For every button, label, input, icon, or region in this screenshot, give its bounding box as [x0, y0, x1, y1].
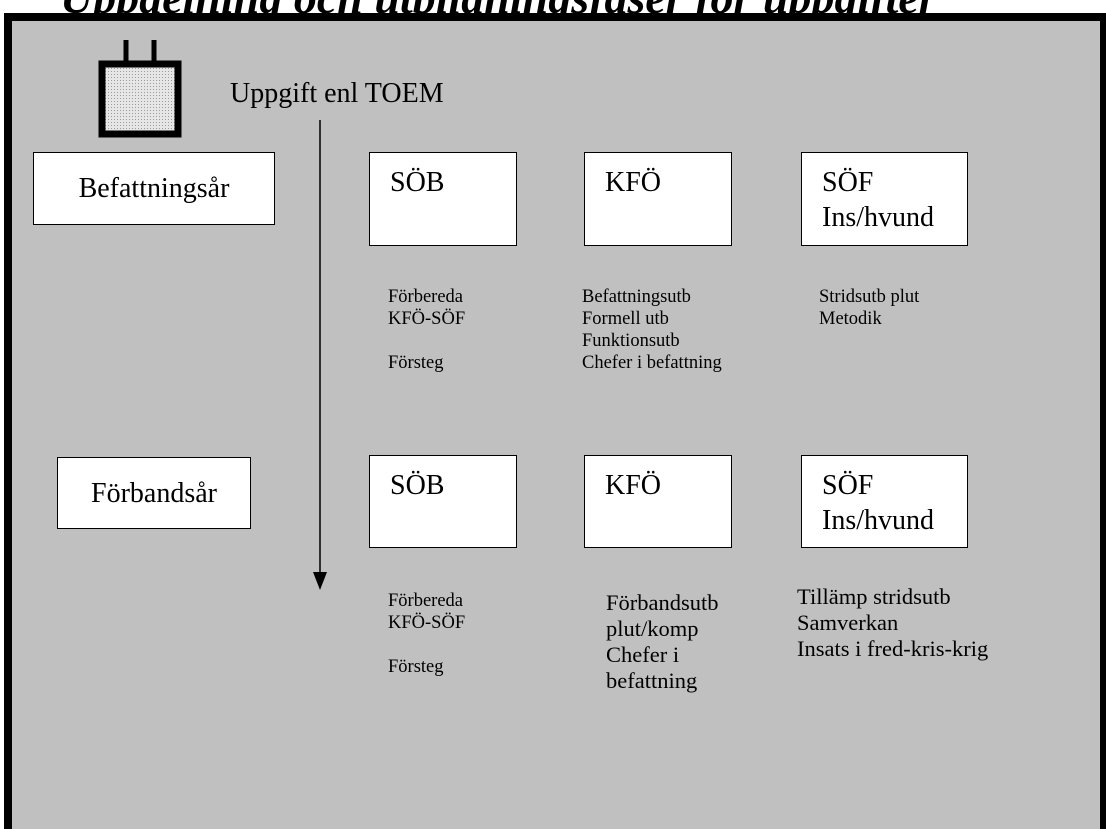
stage-box-sob: SÖB [369, 455, 517, 548]
note-line: Försteg [388, 657, 444, 677]
stage-box-kfo: KFÖ [584, 152, 732, 246]
stage-box-kfo: KFÖ [584, 455, 732, 548]
row-label-befattningsar: Befattningsår [33, 152, 275, 225]
diagram-panel [4, 13, 1106, 829]
note-line: Förbandsutb [606, 590, 719, 615]
stage-box-line: KFÖ [605, 167, 662, 198]
note-line: KFÖ-SÖF [388, 309, 466, 329]
note-kfo: Förbandsutb plut/komp Chefer i befattnin… [606, 590, 719, 694]
note-line: Försteg [388, 353, 444, 373]
note-line: Förbereda [388, 287, 463, 307]
note-line: Insats i fred-kris-krig [797, 636, 989, 661]
note-kfo: Befattningsutb Formell utb Funktionsutb … [582, 286, 722, 374]
stage-box-line: Ins/hvund [822, 505, 934, 536]
note-sob: Förbereda KFÖ-SÖF Försteg [388, 590, 465, 678]
note-line [388, 330, 465, 352]
stage-box-sof: SÖF Ins/hvund [801, 455, 968, 548]
note-line: befattning [606, 668, 698, 693]
note-line: Befattningsutb [582, 287, 691, 307]
row-label-text: Befattningsår [78, 173, 230, 204]
note-line: Tillämp stridsutb [797, 584, 951, 609]
row-label-forbandsar: Förbandsår [57, 457, 251, 529]
note-line: Chefer i [606, 642, 680, 667]
note-line [388, 634, 465, 656]
stage-box-line: Ins/hvund [822, 202, 934, 233]
note-sof: Stridsutb plut Metodik [819, 286, 919, 330]
plug-icon [98, 40, 182, 138]
stage-box-sof: SÖF Ins/hvund [801, 152, 968, 246]
stage-box-line: SÖB [390, 167, 445, 198]
stage-box-line: SÖF [822, 470, 874, 501]
note-line: plut/komp [606, 616, 699, 641]
note-line: Förbereda [388, 591, 463, 611]
note-sob: Förbereda KFÖ-SÖF Försteg [388, 286, 465, 374]
note-line: Stridsutb plut [819, 287, 920, 307]
note-line: Samverkan [797, 610, 899, 635]
note-line: Chefer i befattning [582, 353, 722, 373]
note-line: KFÖ-SÖF [388, 613, 466, 633]
down-arrow-icon [313, 120, 327, 590]
task-label: Uppgift enl TOEM [230, 78, 444, 109]
stage-box-sob: SÖB [369, 152, 517, 246]
note-sof: Tillämp stridsutb Samverkan Insats i fre… [797, 584, 988, 662]
stage-box-line: SÖF [822, 167, 874, 198]
stage-box-line: KFÖ [605, 470, 662, 501]
note-line: Formell utb [582, 309, 669, 329]
stage-box-line: SÖB [390, 470, 445, 501]
note-line: Funktionsutb [582, 331, 680, 351]
note-line: Metodik [819, 309, 882, 329]
row-label-text: Förbandsår [91, 477, 217, 509]
